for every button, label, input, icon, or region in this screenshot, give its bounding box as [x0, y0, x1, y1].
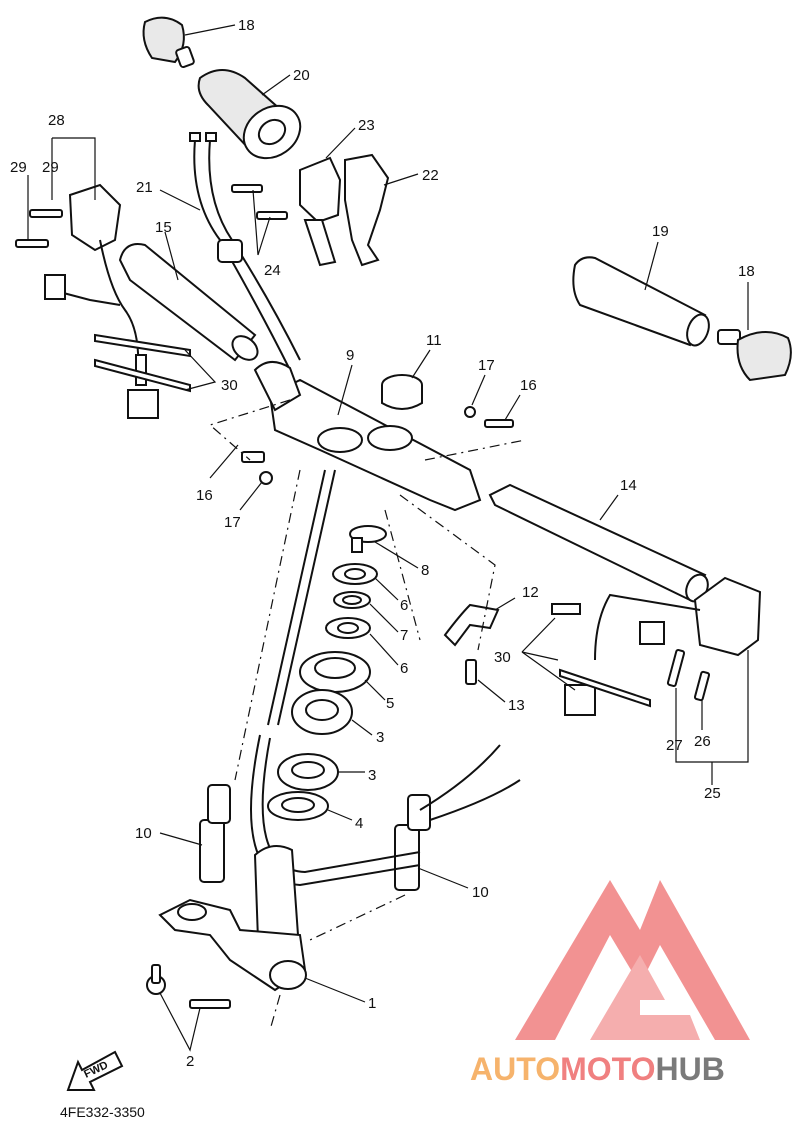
callout-8: 8 [421, 562, 429, 579]
watermark-part-moto: MOTO [560, 1051, 655, 1087]
automotohub-watermark-logo [515, 880, 750, 1040]
callout-10-right: 10 [472, 884, 489, 901]
callout-19: 19 [652, 223, 669, 240]
callout-30-right: 30 [494, 649, 511, 666]
callout-17-right: 17 [478, 357, 495, 374]
part-10-fork-bushing-right [394, 794, 431, 891]
callout-10-left: 10 [135, 825, 152, 842]
alignment-lines [208, 399, 526, 1031]
part-7-rubber-washer [333, 591, 371, 609]
fwd-direction-arrow: FWD [66, 1050, 124, 1091]
callout-2: 2 [186, 1053, 194, 1070]
part-4-bearing-race [267, 791, 329, 821]
callout-5: 5 [386, 695, 394, 712]
part-23-throttle-housing-upper [299, 156, 342, 267]
part-28-handlebar-switch-left [44, 183, 159, 419]
part-24-screws [231, 184, 288, 220]
callout-numbers: 18 20 23 22 24 21 15 28 29 29 30 9 11 17… [10, 17, 755, 1070]
callout-6-lower: 6 [400, 660, 408, 677]
callout-7: 7 [400, 627, 408, 644]
part-10-fork-bushing-left [199, 784, 231, 883]
part-1-lower-bracket [158, 845, 307, 992]
watermark-text: AUTOMOTOHUB [470, 1051, 725, 1087]
callout-13: 13 [508, 697, 525, 714]
callout-22: 22 [422, 167, 439, 184]
callout-29-outer: 29 [10, 159, 27, 176]
part-6-ring-nut-upper [332, 563, 378, 585]
callout-20: 20 [293, 67, 310, 84]
callout-29-inner: 29 [42, 159, 59, 176]
callout-16-left: 16 [196, 487, 213, 504]
callout-15: 15 [155, 219, 172, 236]
part-29-screws [15, 209, 63, 248]
callout-1: 1 [368, 995, 376, 1012]
callout-16-right: 16 [520, 377, 537, 394]
part-20-grip-left [197, 69, 302, 160]
part-26-27-screws [666, 649, 711, 702]
callout-25: 25 [704, 785, 721, 802]
part-19-grip-right [572, 256, 710, 347]
part-15-handlebar-left [118, 243, 259, 362]
part-13-screw [465, 659, 477, 685]
callout-3-upper: 3 [376, 729, 384, 746]
callout-27: 27 [666, 737, 683, 754]
part-11-cap-nut [381, 374, 423, 410]
leader-lines [27, 24, 749, 1052]
callout-4: 4 [355, 815, 363, 832]
part-18-bar-end-right [717, 329, 792, 382]
part-16-bolts [241, 419, 514, 463]
part-17-washers [259, 406, 476, 485]
watermark-part-hub: HUB [655, 1051, 724, 1087]
callout-24: 24 [264, 262, 281, 279]
part-9-upper-bracket [253, 361, 482, 512]
callout-17-left: 17 [224, 514, 241, 531]
callout-9: 9 [346, 347, 354, 364]
callout-26: 26 [694, 733, 711, 750]
part-6-ring-nut-lower [325, 617, 371, 639]
part-25-handlebar-switch-right [551, 576, 762, 716]
callout-18-right: 18 [738, 263, 755, 280]
part-5-bearing-cover [299, 651, 371, 693]
part-2-bolts [146, 964, 231, 1009]
part-18-bar-end-left [142, 16, 195, 69]
part-8-lock-washer [349, 525, 387, 553]
callout-12: 12 [522, 584, 539, 601]
callout-28: 28 [48, 112, 65, 129]
watermark-part-auto: AUTO [470, 1051, 560, 1087]
callout-6-upper: 6 [400, 597, 408, 614]
callout-18-left: 18 [238, 17, 255, 34]
callout-30-left: 30 [221, 377, 238, 394]
part-30-cable-ties-left [94, 333, 191, 393]
callout-3-lower: 3 [368, 767, 376, 784]
callout-23: 23 [358, 117, 375, 134]
part-12-cable-guide [443, 603, 500, 647]
part-3-bearing-upper [291, 689, 353, 735]
diagram-code: 4FE332-3350 [60, 1104, 145, 1120]
part-22-throttle-housing-lower [344, 153, 390, 267]
callout-21: 21 [136, 179, 153, 196]
part-21-throttle-cables [189, 132, 301, 371]
callout-14: 14 [620, 477, 637, 494]
callout-11: 11 [426, 332, 442, 349]
part-3-bearing-lower [277, 753, 339, 791]
